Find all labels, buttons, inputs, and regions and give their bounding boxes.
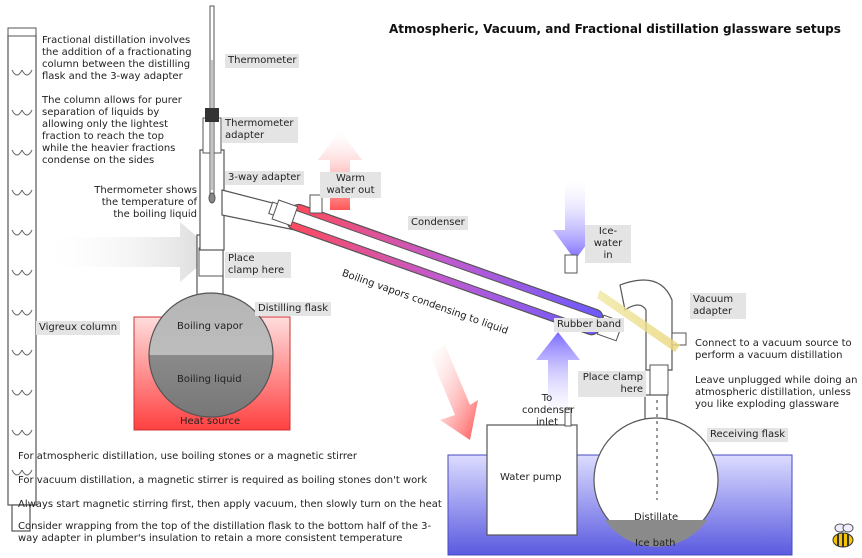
distilling-flask xyxy=(148,234,274,418)
label-heat-source: Heat source xyxy=(180,416,241,427)
label-place-clamp-right: Place clamp here xyxy=(578,371,646,397)
label-boiling-liquid: Boiling liquid xyxy=(177,374,242,385)
bottom-note-4: Consider wrapping from the top of the di… xyxy=(18,521,432,544)
fractional-note-1: Fractional distillation involves the add… xyxy=(42,35,192,82)
water-pump xyxy=(486,407,578,536)
bottom-note-3: Always start magnetic stirring first, th… xyxy=(18,499,442,510)
fractional-note-2: The column allows for purer separation o… xyxy=(42,95,182,166)
label-ice-bath: Ice bath xyxy=(635,538,676,549)
label-condenser: Condenser xyxy=(408,216,468,230)
label-distillate: Distillate xyxy=(634,512,679,523)
label-thermometer-shows: Thermometer shows the temperature of the… xyxy=(94,185,197,220)
vacuum-adapter xyxy=(597,279,687,396)
label-rubber-band: Rubber band xyxy=(554,318,625,332)
label-connect-vacuum: Connect to a vacuum source to perform a … xyxy=(695,338,852,361)
label-vacuum-adapter: Vacuum adapter xyxy=(690,293,746,319)
receiving-flask xyxy=(593,394,719,547)
label-thermometer: Thermometer xyxy=(225,54,300,68)
bottom-note-1: For atmospheric distillation, use boilin… xyxy=(18,451,358,462)
thermometer xyxy=(205,5,219,204)
diagram-title: Atmospheric, Vacuum, and Fractional dist… xyxy=(389,22,841,36)
bee-icon xyxy=(832,523,854,548)
label-vigreux-column: Vigreux column xyxy=(36,321,121,335)
label-leave-unplugged: Leave unplugged while doing an atmospher… xyxy=(695,375,858,410)
label-thermometer-adapter: Thermometer adapter xyxy=(222,117,298,143)
to-condenser-inlet-arrow xyxy=(536,332,580,420)
label-place-clamp-left: Place clamp here xyxy=(225,252,291,278)
warm-water-out-arrow xyxy=(318,130,362,210)
bottom-note-2: For vacuum distillation, a magnetic stir… xyxy=(18,475,428,486)
condenser xyxy=(268,194,624,342)
label-distilling-flask: Distilling flask xyxy=(255,302,332,316)
insert-column-arrow xyxy=(40,222,215,282)
label-to-condenser-inlet: To condenser inlet xyxy=(522,393,575,428)
label-water-pump: Water pump xyxy=(500,472,562,483)
label-warm-water-out: Warm water out xyxy=(320,172,381,198)
label-boiling-vapor: Boiling vapor xyxy=(177,321,243,332)
label-receiving-flask: Receiving flask xyxy=(707,428,789,442)
pump-return-arrow xyxy=(430,345,478,440)
label-three-way-adapter: 3-way adapter xyxy=(225,171,304,185)
vigreux-column xyxy=(7,27,37,532)
label-ice-water-in: Ice-water in xyxy=(585,225,631,263)
